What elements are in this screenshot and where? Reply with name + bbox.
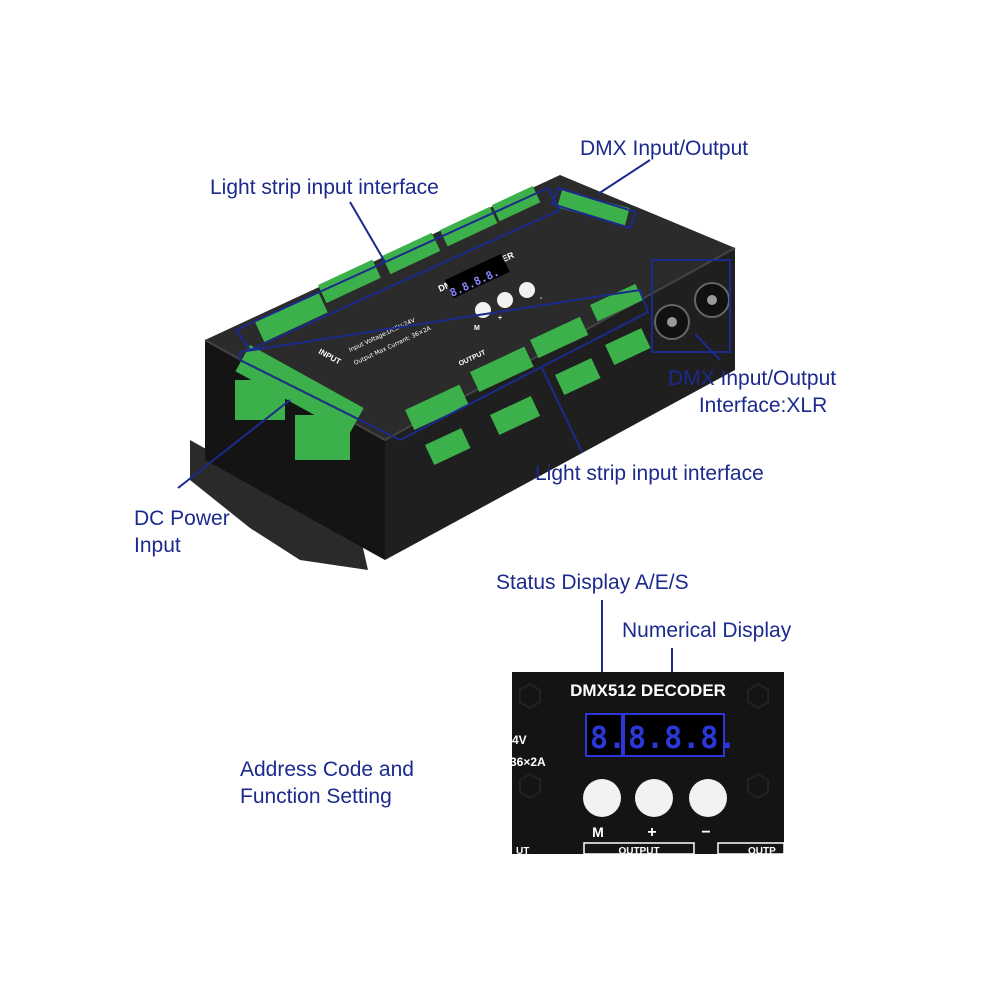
device-label-minus: - <box>540 295 543 302</box>
device-button-plus[interactable] <box>497 292 513 308</box>
closeup-right-tab-label: OUTP <box>748 846 776 857</box>
callout-dc-line2: Input <box>134 534 181 558</box>
numerical-display-digits: 8.8.8. <box>628 721 736 756</box>
closeup-side-voltage: 4V <box>512 733 527 747</box>
callout-dc-power: DC Power Input <box>134 505 230 560</box>
xlr-frame <box>651 259 731 353</box>
device-display <box>445 253 510 299</box>
closeup-label-minus: − <box>701 824 710 841</box>
callout-xlr-line2: Interface:XLR <box>698 394 828 418</box>
xlr-connectors <box>654 282 730 340</box>
device-button-minus[interactable] <box>519 282 535 298</box>
closeup-side-current: 36×2A <box>510 755 546 769</box>
callout-strip-bottom: Light strip input interface <box>535 462 764 485</box>
dc-power-terminal <box>235 380 285 420</box>
closeup-panel: DMX512 DECODER 4V 36×2A 8. 8.8.8. M + − … <box>510 672 785 857</box>
closeup-output-tab-label: OUTPUT <box>618 846 659 857</box>
callout-address: Address Code and Function Setting <box>240 756 414 811</box>
closeup-button-plus[interactable] <box>635 779 673 817</box>
callout-dc-line1: DC Power <box>134 507 230 530</box>
callout-lines <box>177 159 731 718</box>
decoder-device: DMX512 DECODER Input Voltage:DC5V-24V Ou… <box>190 175 736 570</box>
closeup-button-m[interactable] <box>583 779 621 817</box>
callout-numerical-display: Numerical Display <box>622 619 792 642</box>
callout-address-line2: Function Setting <box>240 785 392 809</box>
closeup-output-tab <box>583 842 695 855</box>
closeup-label-plus: + <box>647 824 656 841</box>
status-display-digit: 8. <box>590 721 626 756</box>
device-top-face <box>205 175 735 440</box>
closeup-label-m: M <box>592 824 604 840</box>
strip-bottom-frame <box>239 288 650 442</box>
status-display <box>585 713 623 757</box>
dc-power-leader <box>177 399 291 489</box>
device-label-plus: + <box>498 315 502 322</box>
strip-top-leader <box>349 201 386 263</box>
numerical-display <box>623 713 725 757</box>
callout-status-display: Status Display A/E/S <box>496 571 689 594</box>
closeup-title: DMX512 DECODER <box>570 681 726 700</box>
dmx-io-leader <box>597 159 651 195</box>
callout-dmx-io: DMX Input/Output <box>580 137 749 160</box>
xlr-leader <box>694 333 721 361</box>
strip-bottom-leader <box>541 367 583 453</box>
closeup-background <box>512 672 784 854</box>
closeup-left-tab-label: UT <box>516 846 529 857</box>
strip-top-frame <box>234 186 562 352</box>
callout-xlr: DMX Input/Output Interface:XLR <box>668 365 836 420</box>
device-label-m: M <box>474 325 480 332</box>
callout-xlr-line1: DMX Input/Output <box>668 367 837 390</box>
callout-address-line1: Address Code and <box>240 758 414 781</box>
callout-strip-top: Light strip input interface <box>210 176 439 199</box>
closeup-button-minus[interactable] <box>689 779 727 817</box>
